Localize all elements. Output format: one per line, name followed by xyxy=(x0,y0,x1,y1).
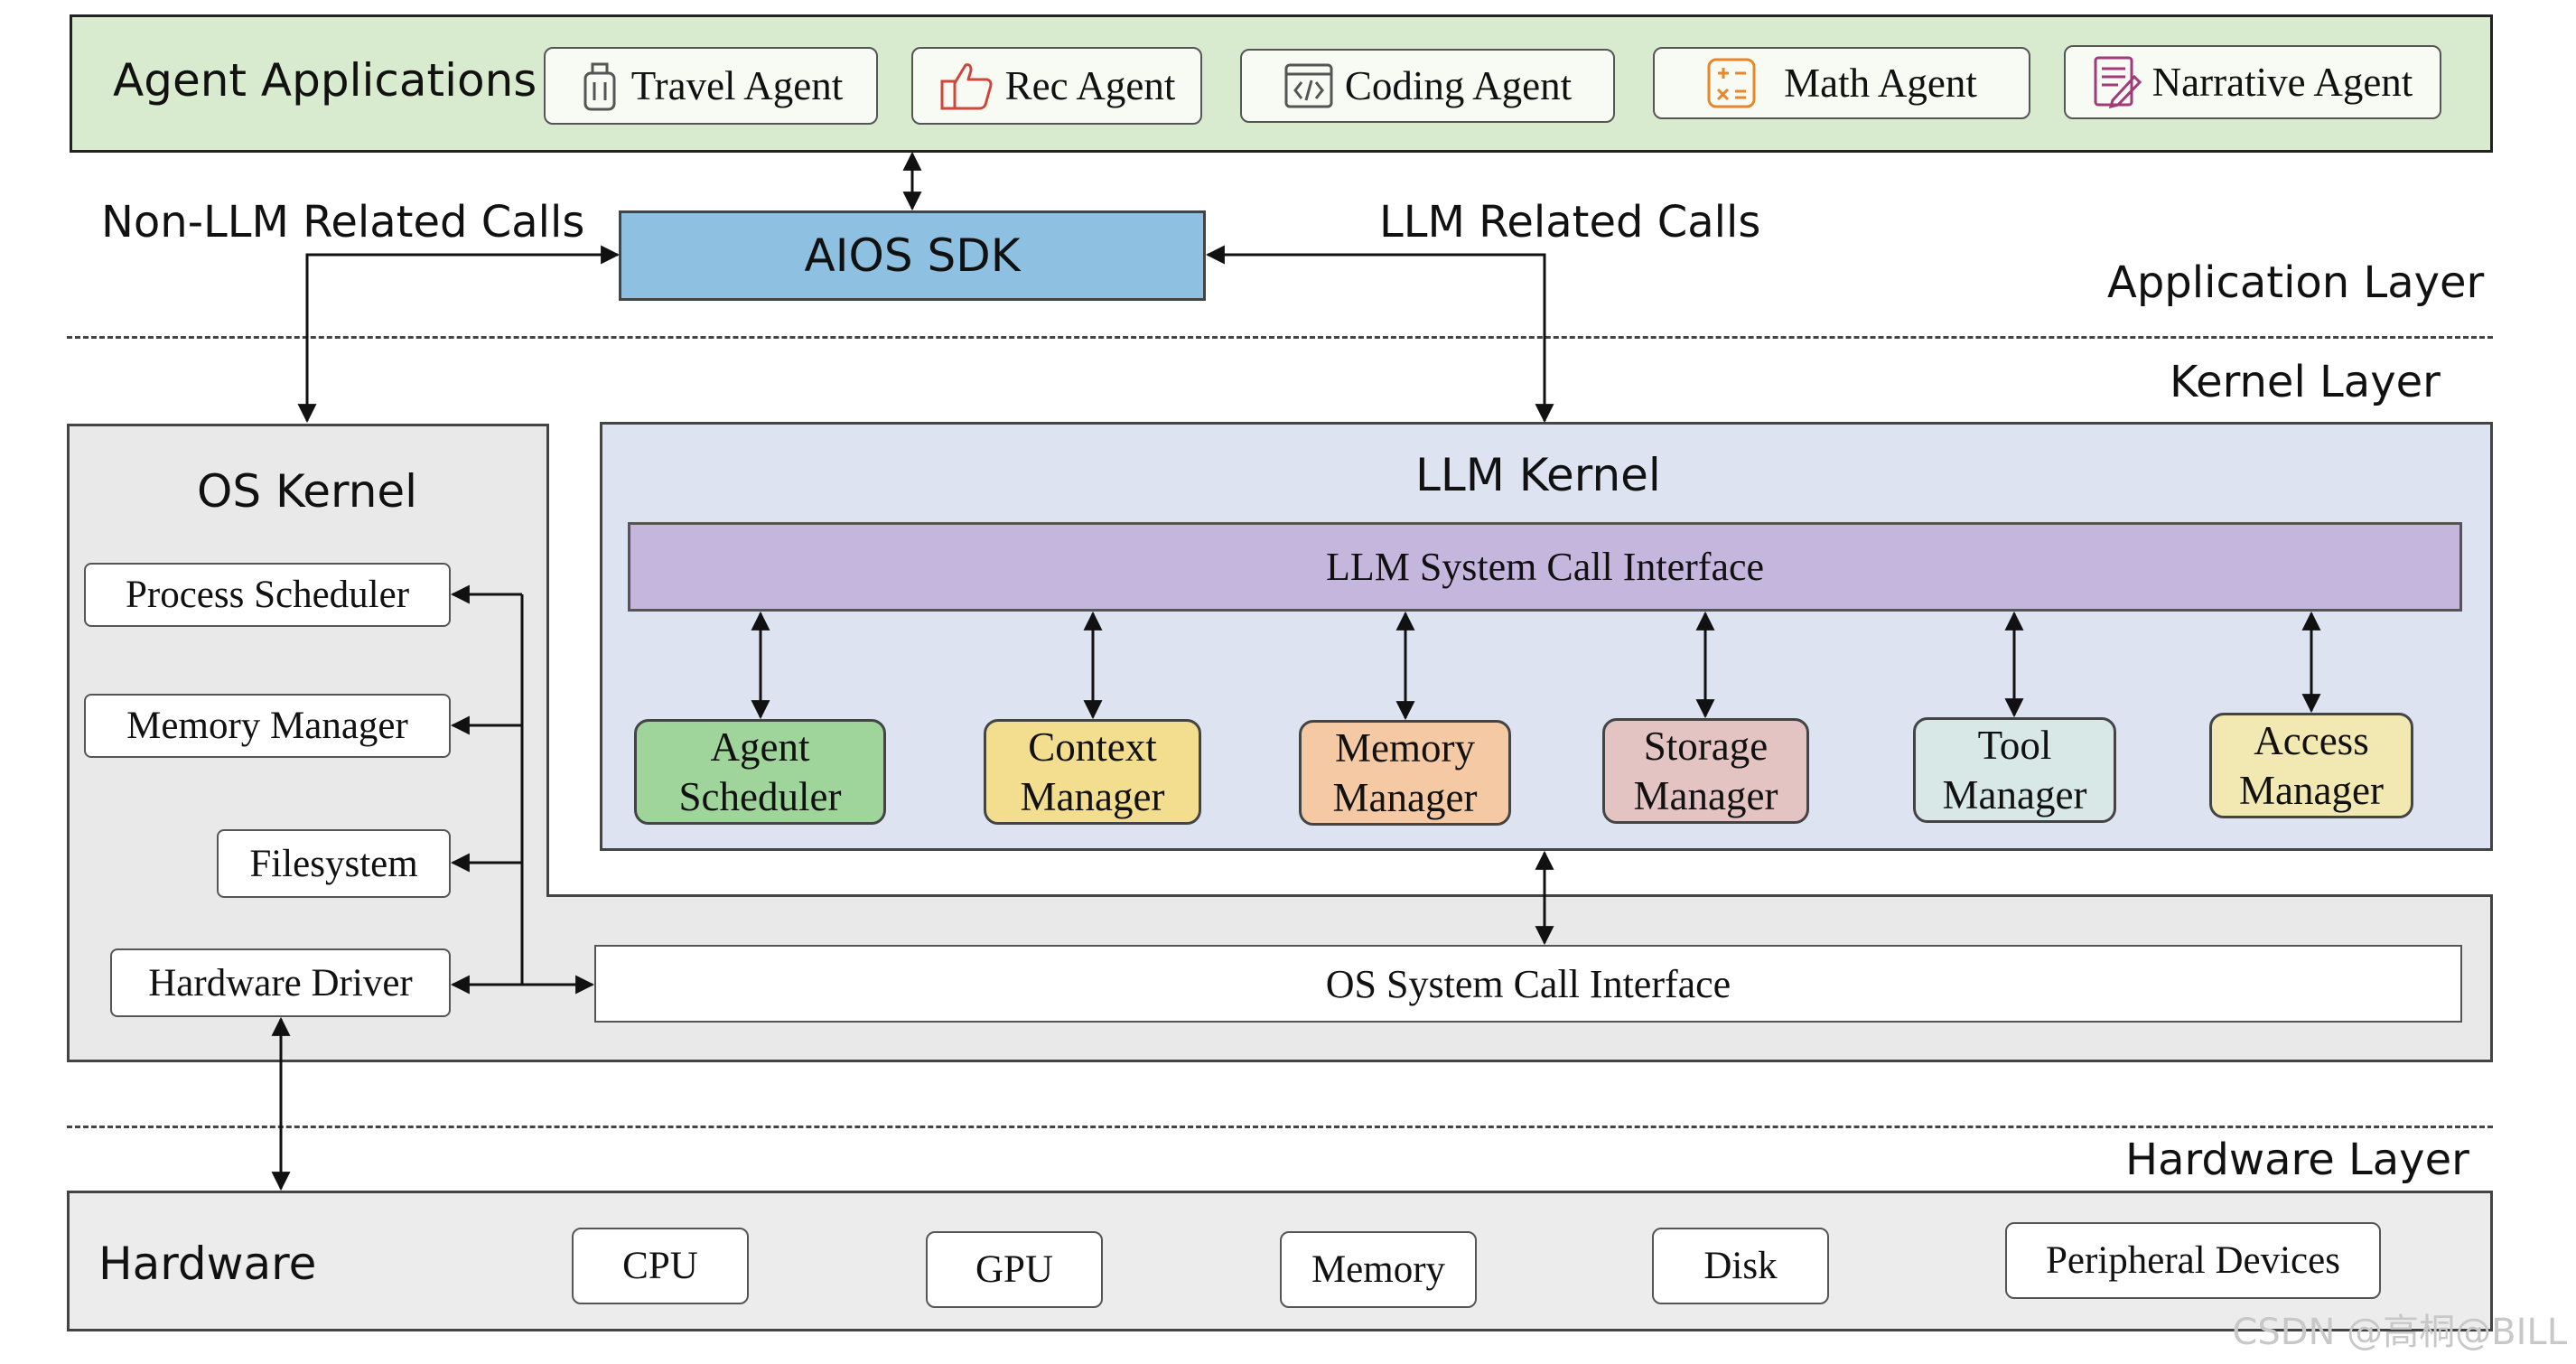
module-line2: Scheduler xyxy=(678,773,842,819)
filesystem-box: Filesystem xyxy=(217,829,451,898)
document-pen-icon xyxy=(2094,56,2142,109)
travel-agent-button[interactable]: Travel Agent xyxy=(544,47,878,125)
peripheral-devices-box: Peripheral Devices xyxy=(2005,1222,2381,1299)
agent-applications-title: Agent Applications xyxy=(113,54,537,107)
module-line1: Storage xyxy=(1643,723,1769,769)
llm-calls-label: LLM Related Calls xyxy=(1379,197,1761,248)
disk-box: Disk xyxy=(1652,1228,1829,1304)
narrative-agent-label: Narrative Agent xyxy=(2151,60,2413,105)
process-scheduler-box: Process Scheduler xyxy=(84,563,451,627)
thumbs-up-icon xyxy=(940,63,993,110)
kernel-hardware-divider xyxy=(67,1126,2493,1128)
os-kernel-panel xyxy=(67,424,549,897)
rec-agent-label: Rec Agent xyxy=(1004,63,1176,108)
module-line2: Manager xyxy=(1633,772,1778,818)
memory-box: Memory xyxy=(1280,1231,1477,1308)
travel-agent-label: Travel Agent xyxy=(630,63,844,108)
calculator-icon xyxy=(1707,58,1756,108)
math-agent-button[interactable]: Math Agent xyxy=(1653,47,2030,119)
llm-kernel-title: LLM Kernel xyxy=(1415,449,1661,501)
hardware-title: Hardware xyxy=(98,1238,317,1290)
non-llm-calls-arrow xyxy=(297,245,621,424)
hardware-driver-box: Hardware Driver xyxy=(110,948,451,1017)
non-llm-calls-label: Non-LLM Related Calls xyxy=(101,197,585,248)
rec-agent-button[interactable]: Rec Agent xyxy=(911,47,1202,125)
os-system-call-interface: OS System Call Interface xyxy=(594,945,2462,1023)
coding-agent-button[interactable]: Coding Agent xyxy=(1240,49,1615,123)
narrative-agent-button[interactable]: Narrative Agent xyxy=(2064,45,2441,119)
aios-sdk-box: AIOS SDK xyxy=(619,210,1206,301)
module-line2: Manager xyxy=(1332,774,1478,820)
watermark: CSDN @高桐@BILL xyxy=(2232,1312,2567,1353)
module-line2: Manager xyxy=(2239,767,2384,813)
llm-calls-arrow xyxy=(1205,245,1554,424)
gpu-box: GPU xyxy=(926,1231,1103,1308)
math-agent-label: Math Agent xyxy=(1784,61,1977,106)
module-line1: Context xyxy=(1028,724,1157,770)
coding-agent-label: Coding Agent xyxy=(1344,63,1573,108)
module-line1: Agent xyxy=(710,724,810,770)
module-line2: Manager xyxy=(1942,771,2087,817)
application-layer-label: Application Layer xyxy=(2107,257,2485,308)
llm-system-call-interface: LLM System Call Interface xyxy=(628,522,2462,612)
hardware-layer-label: Hardware Layer xyxy=(2125,1135,2469,1185)
module-line1: Access xyxy=(2254,717,2369,763)
module-line2: Manager xyxy=(1020,773,1165,819)
kernel-layer-label: Kernel Layer xyxy=(2170,357,2441,407)
module-line1: Memory xyxy=(1335,724,1475,771)
luggage-icon xyxy=(583,62,616,111)
llm-kernel-panel xyxy=(600,422,2493,851)
os-kernel-border xyxy=(546,894,2493,897)
memory-manager-box: Memory Manager xyxy=(84,694,451,758)
os-kernel-title: OS Kernel xyxy=(197,465,418,518)
module-line1: Tool xyxy=(1977,722,2052,768)
cpu-box: CPU xyxy=(572,1228,749,1304)
os-kernel-border xyxy=(546,424,549,897)
code-window-icon xyxy=(1284,63,1333,108)
